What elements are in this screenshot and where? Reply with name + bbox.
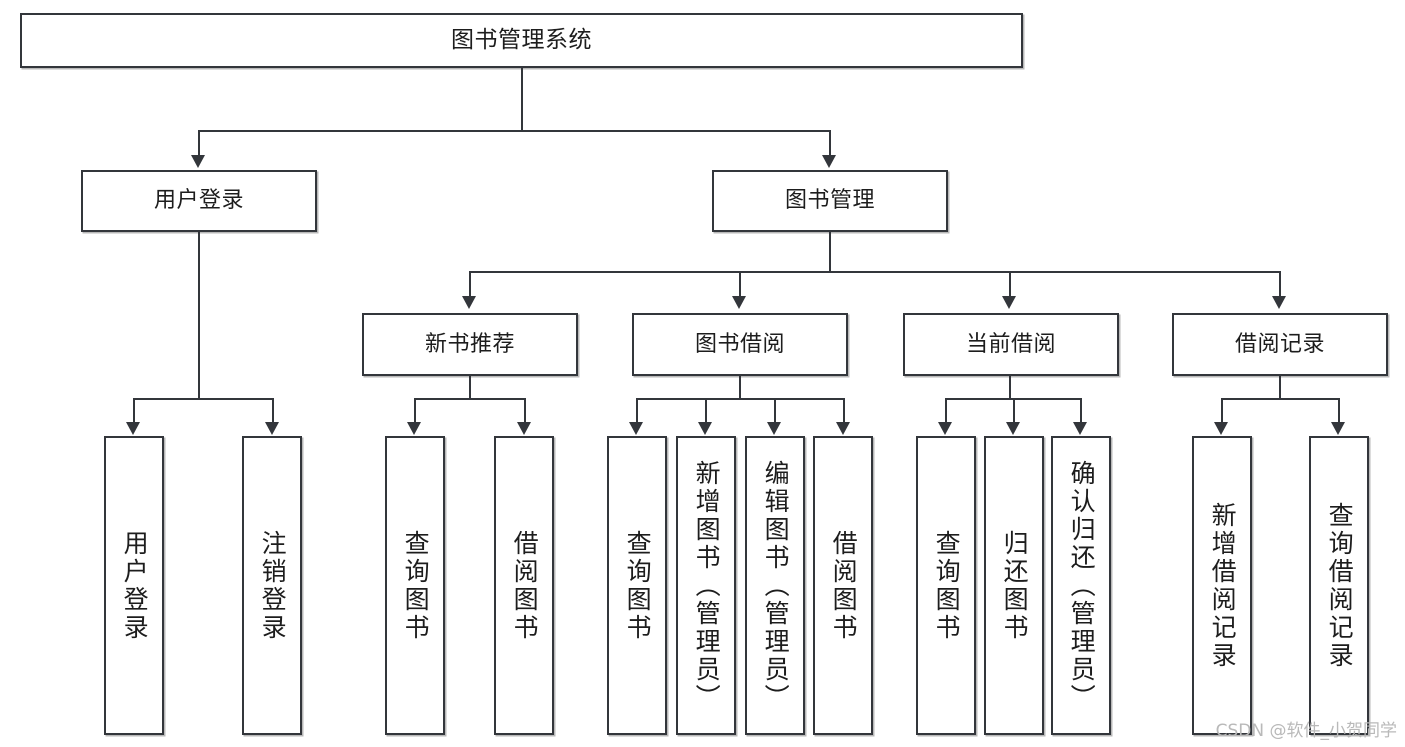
node-label: 新书推荐: [424, 331, 515, 357]
arrowhead-leaf-user-login: [126, 422, 140, 435]
connector-drop-cb-leaf-3: [1080, 398, 1082, 423]
connector-borrow-record-stem: [1279, 376, 1281, 398]
arrowhead-bb-leaf-4: [836, 422, 850, 435]
arrowhead-cb-leaf-1: [938, 422, 952, 435]
node-label: 编辑图书（管理员）: [761, 459, 791, 712]
connector-drop-br-leaf-1: [1221, 398, 1223, 423]
leaf-br-add-record[interactable]: 新增借阅记录: [1192, 436, 1252, 735]
arrowhead-nbr-leaf-2: [517, 422, 531, 435]
arrowhead-br-leaf-2: [1331, 422, 1345, 435]
connector-book-borrow-stem: [739, 376, 741, 398]
connector-drop-bb-leaf-3: [774, 398, 776, 423]
connector-drop-new-book-recommend: [469, 271, 471, 297]
connector-drop-nbr-leaf-1: [414, 398, 416, 423]
arrowhead-book-management: [822, 155, 836, 168]
node-label: 归还图书: [1000, 529, 1030, 642]
connector-level2-bus: [198, 130, 830, 132]
leaf-nbr-query-book[interactable]: 查询图书: [385, 436, 445, 735]
connector-drop-current-borrow: [1009, 271, 1011, 297]
node-label: 当前借阅: [965, 331, 1056, 357]
connector-current-borrow-bus: [945, 398, 1080, 400]
node-root-book-management-system[interactable]: 图书管理系统: [20, 13, 1023, 68]
connector-drop-nbr-leaf-2: [524, 398, 526, 423]
connector-drop-bb-leaf-4: [843, 398, 845, 423]
arrowhead-bb-leaf-2: [698, 422, 712, 435]
node-label: 注销登录: [258, 529, 288, 642]
arrowhead-nbr-leaf-1: [407, 422, 421, 435]
arrowhead-new-book-recommend: [462, 296, 476, 309]
node-user-login[interactable]: 用户登录: [81, 170, 317, 232]
leaf-logout[interactable]: 注销登录: [242, 436, 302, 735]
node-book-borrow[interactable]: 图书借阅: [632, 313, 848, 376]
node-label: 用户登录: [120, 529, 150, 642]
leaf-br-query-record[interactable]: 查询借阅记录: [1309, 436, 1369, 735]
connector-book-management-stem: [829, 232, 831, 271]
connector-drop-user-login: [198, 130, 200, 156]
leaf-cb-confirm-return-admin[interactable]: 确认归还（管理员）: [1051, 436, 1111, 735]
arrowhead-borrow-record: [1272, 296, 1286, 309]
node-label: 图书管理: [784, 188, 875, 214]
connector-drop-leaf-user-login: [133, 398, 135, 423]
arrowhead-leaf-logout: [265, 422, 279, 435]
leaf-nbr-borrow-book[interactable]: 借阅图书: [494, 436, 554, 735]
connector-user-login-bus: [133, 398, 272, 400]
leaf-bb-query-book[interactable]: 查询图书: [607, 436, 667, 735]
node-label: 查询图书: [401, 529, 431, 642]
connector-user-login-stem: [198, 232, 200, 398]
node-label: 新增图书（管理员）: [692, 459, 722, 712]
connector-drop-cb-leaf-2: [1013, 398, 1015, 423]
arrowhead-cb-leaf-3: [1073, 422, 1087, 435]
node-label: 用户登录: [153, 188, 244, 214]
connector-root-stem: [521, 68, 523, 130]
connector-current-borrow-stem: [1009, 376, 1011, 398]
connector-drop-bb-leaf-1: [636, 398, 638, 423]
arrowhead-book-borrow: [732, 296, 746, 309]
connector-drop-cb-leaf-1: [945, 398, 947, 423]
leaf-user-login[interactable]: 用户登录: [104, 436, 164, 735]
leaf-bb-add-book-admin[interactable]: 新增图书（管理员）: [676, 436, 736, 735]
arrowhead-br-leaf-1: [1214, 422, 1228, 435]
connector-drop-bb-leaf-2: [705, 398, 707, 423]
arrowhead-bb-leaf-1: [629, 422, 643, 435]
leaf-cb-return-book[interactable]: 归还图书: [984, 436, 1044, 735]
node-label: 图书借阅: [694, 331, 785, 357]
node-label: 借阅记录: [1234, 331, 1325, 357]
connector-book-borrow-bus: [636, 398, 843, 400]
connector-drop-book-borrow: [739, 271, 741, 297]
connector-new-book-recommend-bus: [414, 398, 524, 400]
arrowhead-bb-leaf-3: [767, 422, 781, 435]
node-label: 新增借阅记录: [1208, 501, 1238, 670]
node-label: 查询图书: [623, 529, 653, 642]
node-borrow-record[interactable]: 借阅记录: [1172, 313, 1388, 376]
watermark-text: CSDN @软件_小贺同学: [1215, 721, 1397, 741]
connector-drop-br-leaf-2: [1338, 398, 1340, 423]
node-label: 图书管理系统: [451, 26, 592, 53]
arrowhead-current-borrow: [1002, 296, 1016, 309]
connector-new-book-recommend-stem: [469, 376, 471, 398]
node-label: 查询图书: [932, 529, 962, 642]
leaf-cb-query-book[interactable]: 查询图书: [916, 436, 976, 735]
node-label: 查询借阅记录: [1325, 501, 1355, 670]
node-new-book-recommend[interactable]: 新书推荐: [362, 313, 578, 376]
connector-borrow-record-bus: [1221, 398, 1338, 400]
connector-level3-bus: [469, 271, 1279, 273]
leaf-bb-borrow-book[interactable]: 借阅图书: [813, 436, 873, 735]
node-current-borrow[interactable]: 当前借阅: [903, 313, 1119, 376]
node-book-management[interactable]: 图书管理: [712, 170, 948, 232]
arrowhead-cb-leaf-2: [1006, 422, 1020, 435]
node-label: 借阅图书: [829, 529, 859, 642]
connector-drop-book-management: [829, 130, 831, 156]
node-label: 借阅图书: [510, 529, 540, 642]
connector-drop-leaf-logout: [272, 398, 274, 423]
connector-drop-borrow-record: [1279, 271, 1281, 297]
node-label: 确认归还（管理员）: [1067, 459, 1097, 712]
leaf-bb-edit-book-admin[interactable]: 编辑图书（管理员）: [745, 436, 805, 735]
arrowhead-user-login: [191, 155, 205, 168]
